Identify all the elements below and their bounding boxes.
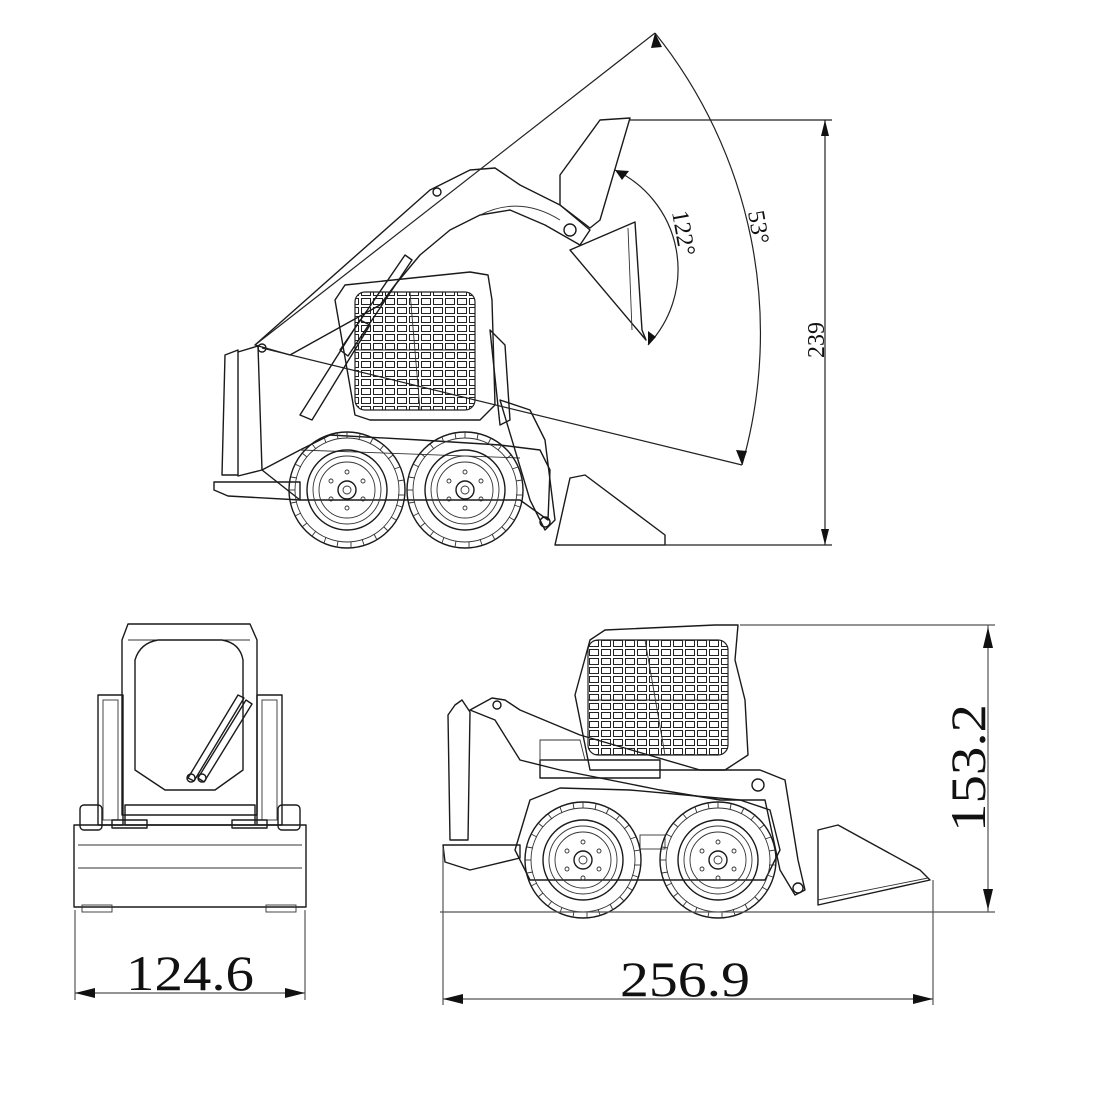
side-view-drawing [440, 624, 995, 1005]
lift-angle-label: 53° [742, 209, 773, 247]
front-view-drawing [73, 623, 307, 1000]
dump-angle-label: 122° [666, 209, 700, 258]
front-width-label: 124.6 [126, 945, 254, 1001]
side-height-label: 153.2 [940, 704, 996, 832]
max-height-label: 239 [804, 322, 830, 358]
side-length-label: 256.9 [620, 951, 750, 1007]
lift-view-drawing [213, 32, 832, 549]
